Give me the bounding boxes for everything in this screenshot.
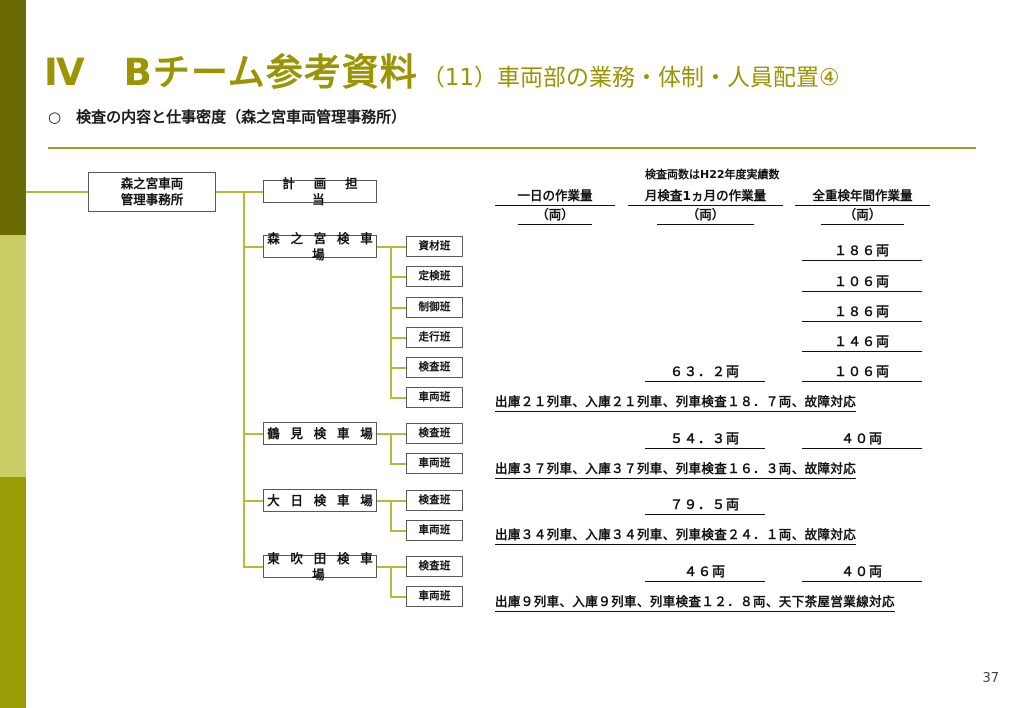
connector-root-out xyxy=(216,191,244,193)
org-node-higashisuita-team-sharyo: 車両班 xyxy=(406,586,463,607)
org-node-tsurumi-team-kensa: 検査班 xyxy=(406,423,463,444)
page-number: 37 xyxy=(982,671,999,686)
org-node-morinomiya-depot: 森 之 宮 検 車 場 xyxy=(263,231,377,262)
org-node-root-line1: 森之宮車両 xyxy=(120,176,184,192)
connector-higashisuita-trunk xyxy=(390,566,392,596)
column-header-monthly-line1: 月検査1ヵ月の作業量 xyxy=(628,188,783,206)
org-node-morinomiya-team-shizai: 資材班 xyxy=(406,236,463,257)
connector-morinomiya-team-4 xyxy=(390,337,406,339)
value-tsurumi-kensa-monthly: ５４．３両 xyxy=(645,428,765,449)
connector-branch-morinomiya xyxy=(243,246,263,248)
column-header-monthly: 月検査1ヵ月の作業量 （両） xyxy=(628,188,783,225)
page-title: Ⅳ Bチーム参考資料（11）車両部の業務・体制・人員配置④ xyxy=(44,42,840,96)
connector-branch-higashisuita xyxy=(243,566,263,568)
note-morinomiya: 出庫２１列車、入庫２１列車、列車検査１８．７両、故障対応 xyxy=(495,391,857,412)
org-node-morinomiya-team-seigyo: 制御班 xyxy=(406,297,463,318)
connector-branch-keikaku xyxy=(243,191,263,193)
connector-band-to-root xyxy=(26,191,88,193)
column-header-annual-line1: 全重検年間作業量 xyxy=(795,188,930,206)
column-header-annual: 全重検年間作業量 （両） xyxy=(795,188,930,225)
value-higashisuita-kensa-monthly: ４６両 xyxy=(645,561,765,582)
org-node-keikaku-tanto: 計 画 担 当 xyxy=(263,176,377,207)
org-node-tsurumi-depot: 鶴 見 検 車 場 xyxy=(263,422,377,445)
value-higashisuita-kensa-annual: ４０両 xyxy=(802,561,922,582)
connector-dainichi-team-1 xyxy=(390,500,406,502)
connector-higashisuita-team-2 xyxy=(390,596,406,598)
connector-morinomiya-team-3 xyxy=(390,307,406,309)
value-morinomiya-shizai-annual: １８６両 xyxy=(802,240,922,261)
org-node-dainichi-team-kensa: 検査班 xyxy=(406,490,463,511)
note-dainichi: 出庫３４列車、入庫３４列車、列車検査２４．１両、故障対応 xyxy=(495,524,857,545)
connector-higashisuita-team-1 xyxy=(390,566,406,568)
left-band-top xyxy=(0,0,26,235)
value-morinomiya-soko-annual: １４６両 xyxy=(802,331,922,352)
left-band-bottom xyxy=(0,477,26,708)
subtitle-text: ○ 検査の内容と仕事密度（森之宮車両管理事務所） xyxy=(48,108,407,126)
column-header-daily-line2: （両） xyxy=(517,207,593,225)
value-tsurumi-kensa-annual: ４０両 xyxy=(802,428,922,449)
column-header-monthly-line2: （両） xyxy=(657,207,754,225)
connector-branch-tsurumi xyxy=(243,433,263,435)
org-node-tsurumi-team-sharyo: 車両班 xyxy=(406,453,463,474)
value-morinomiya-kensa-annual: １０６両 xyxy=(802,361,922,382)
note-tsurumi: 出庫３７列車、入庫３７列車、列車検査１６．３両、故障対応 xyxy=(495,458,857,479)
org-node-higashisuita-team-kensa: 検査班 xyxy=(406,556,463,577)
connector-morinomiya-trunk xyxy=(390,246,392,397)
header-divider xyxy=(48,147,976,149)
value-morinomiya-seigyo-annual: １８６両 xyxy=(802,301,922,322)
value-dainichi-kensa-monthly: ７９．５両 xyxy=(645,494,765,515)
connector-dainichi-trunk xyxy=(390,500,392,530)
value-morinomiya-kensa-monthly: ６３．２両 xyxy=(645,361,765,382)
org-node-higashisuita-depot: 東 吹 田 検 車 場 xyxy=(263,551,377,582)
org-node-morinomiya-team-sharyo: 車両班 xyxy=(406,387,463,408)
title-sub-text: （11）車両部の業務・体制・人員配置④ xyxy=(421,65,840,91)
connector-dainichi-team-2 xyxy=(390,530,406,532)
org-node-morinomiya-team-soko: 走行班 xyxy=(406,327,463,348)
connector-branch-dainichi xyxy=(243,500,263,502)
column-header-daily-line1: 一日の作業量 xyxy=(495,188,615,206)
note-higashisuita: 出庫９列車、入庫９列車、列車検査１２．８両、天下茶屋営業線対応 xyxy=(495,591,895,612)
org-node-dainichi-depot: 大 日 検 車 場 xyxy=(263,489,377,512)
connector-morinomiya-team-1 xyxy=(390,246,406,248)
title-main-text: Ⅳ Bチーム参考資料 xyxy=(44,51,418,94)
column-header-annual-line2: （両） xyxy=(820,207,905,225)
left-band-middle xyxy=(0,235,26,477)
column-header-daily: 一日の作業量 （両） xyxy=(495,188,615,225)
header-note: 検査両数はH22年度実績数 xyxy=(645,168,780,181)
connector-morinomiya-team-6 xyxy=(390,397,406,399)
connector-tsurumi-team-1 xyxy=(390,433,406,435)
org-node-dainichi-team-sharyo: 車両班 xyxy=(406,520,463,541)
org-node-root: 森之宮車両 管理事務所 xyxy=(88,172,216,212)
org-node-morinomiya-team-kensa: 検査班 xyxy=(406,357,463,378)
value-morinomiya-teiken-annual: １０６両 xyxy=(802,271,922,292)
connector-morinomiya-team-2 xyxy=(390,276,406,278)
org-node-morinomiya-team-teiken: 定検班 xyxy=(406,266,463,287)
connector-tsurumi-team-2 xyxy=(390,463,406,465)
connector-morinomiya-team-5 xyxy=(390,367,406,369)
org-node-root-line2: 管理事務所 xyxy=(120,192,184,207)
connector-tsurumi-trunk xyxy=(390,433,392,463)
connector-trunk-main xyxy=(243,191,245,567)
